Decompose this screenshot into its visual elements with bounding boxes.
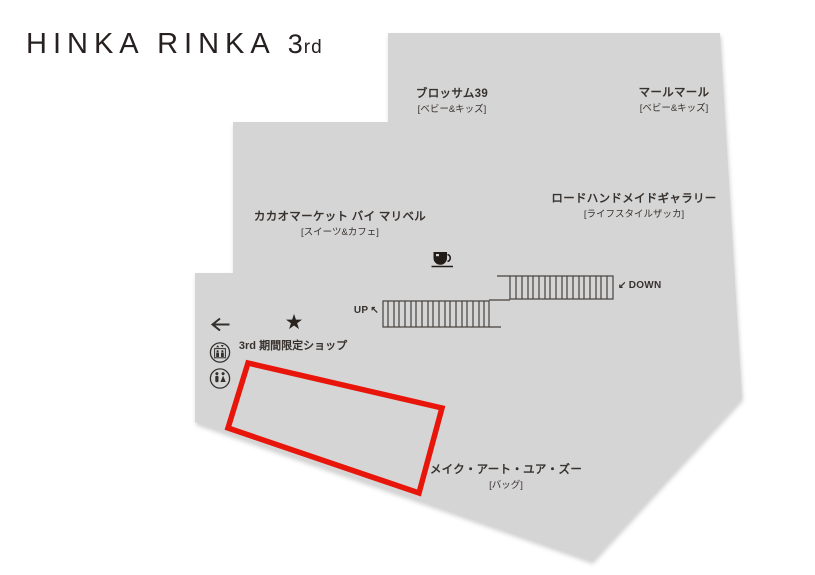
shop-label-blossom39: ブロッサム39 [ベビー&キッズ] (416, 88, 488, 115)
shop-name: ロードハンドメイドギャラリー (551, 193, 717, 205)
up-left-arrow-icon: ↖ (370, 305, 379, 316)
shop-category: [ライフスタイルザッカ] (583, 209, 685, 220)
stairs-icon (382, 275, 614, 328)
shop-name: カカオマーケット バイ マリベル (253, 211, 427, 223)
shop-label-road-handmade-gallery: ロードハンドメイドギャラリー [ライフスタイルザッカ] (551, 193, 716, 220)
shop-category: [バッグ] (489, 480, 523, 491)
highlight-area (224, 359, 446, 497)
brand-logo: HINKA RINKA 3rd (26, 28, 323, 61)
restroom-icon (209, 368, 231, 389)
shop-label-cacao-market: カカオマーケット バイ マリベル [スイーツ&カフェ] (254, 211, 426, 238)
limited-shop-label: 3rd 期間限定ショップ (238, 340, 348, 352)
shop-category: [ベビー&キッズ] (417, 104, 487, 115)
back-arrow-icon (210, 317, 230, 332)
shop-label-make-art-your-zoo: メイク・アート・ユア・ズー [バッグ] (430, 464, 582, 491)
brand-name: HINKA RINKA (26, 28, 276, 60)
stairs-down-label: ↙DOWN (618, 280, 662, 291)
stairs-up-label: UP↖ (353, 305, 379, 316)
elevator-icon (209, 342, 231, 363)
floor-indicator: 3rd (287, 29, 323, 59)
shop-name: ブロッサム39 (415, 88, 489, 100)
star-icon: ★ (284, 311, 304, 334)
cafe-cup-icon (431, 252, 453, 268)
shop-category: [スイーツ&カフェ] (301, 227, 379, 238)
shop-label-marlmarl: マールマール [ベビー&キッズ] (639, 87, 710, 114)
shop-category: [ベビー&キッズ] (639, 103, 709, 114)
floor-shape (195, 33, 742, 561)
shop-name: マールマール (638, 87, 710, 99)
down-left-arrow-icon: ↙ (618, 280, 627, 291)
shop-name: メイク・アート・ユア・ズー (429, 464, 583, 476)
